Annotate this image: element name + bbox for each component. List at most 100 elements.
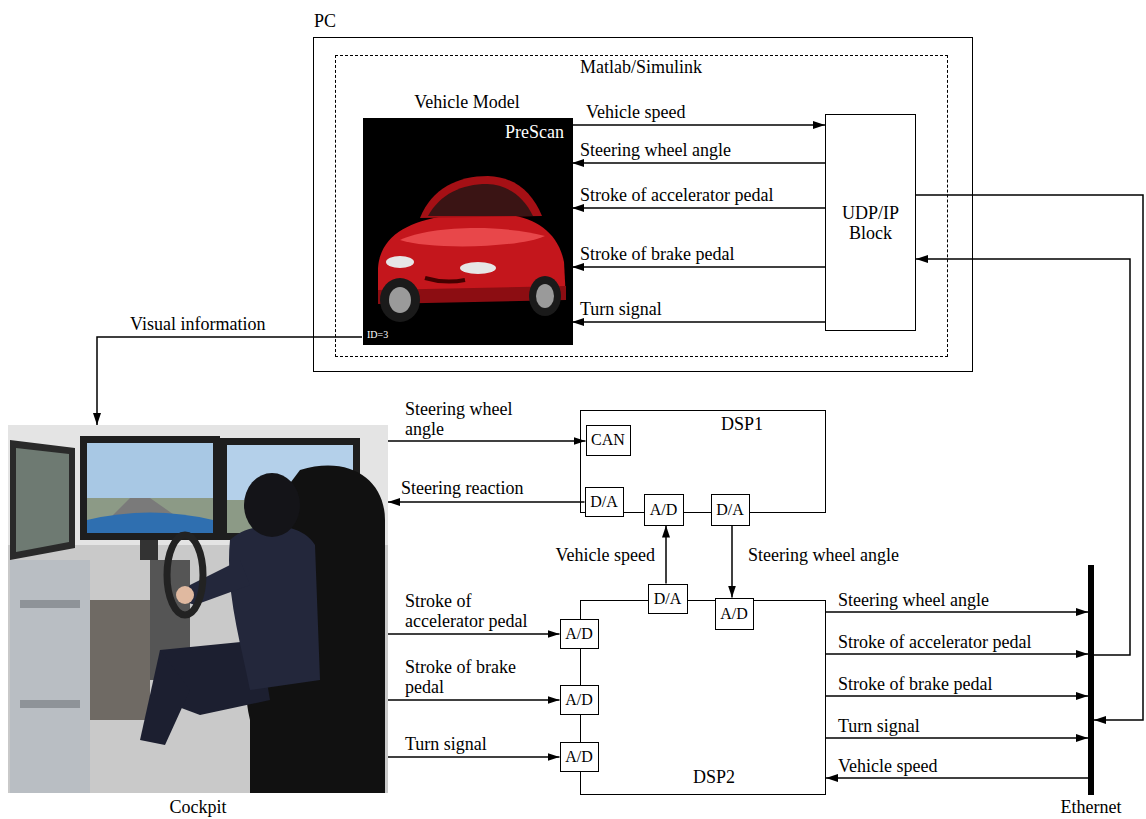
vehicle-model-image: Vehicle ModelPreScanID=3 [362, 117, 572, 344]
aluminium-frame [10, 560, 90, 793]
node-label: PreScan [505, 122, 564, 142]
signal-arrow [665, 526, 667, 584]
monitor-stand [140, 540, 158, 560]
signal-arrow [826, 653, 1088, 655]
cockpit-photo [8, 425, 388, 793]
center-monitor [80, 436, 220, 540]
driver-leg [140, 650, 190, 745]
converter-box: A/D [644, 494, 684, 526]
signal-label: Stroke of brake pedal [405, 657, 545, 697]
car-hood [400, 228, 545, 246]
signal-label: Stroke of brake pedal [580, 244, 734, 264]
signal-arrow [572, 266, 825, 268]
node-label: D/A [590, 493, 618, 511]
signal-label: Turn signal [405, 734, 487, 754]
car-wheel [529, 276, 561, 316]
car-windshield [428, 184, 533, 216]
frame-bar [20, 700, 80, 708]
screen-ground [87, 498, 213, 533]
node-label: Vehicle Model [362, 92, 572, 112]
node-label: DSP1 [721, 414, 763, 434]
converter-box: D/A [711, 494, 750, 526]
converter-box: A/D [560, 685, 599, 715]
signal-arrow [388, 440, 586, 442]
signal-label: Visual information [130, 314, 265, 334]
signal-arrow [388, 501, 585, 503]
signal-label: Steering wheel angle [405, 399, 537, 439]
converter-box: CAN [586, 425, 631, 456]
driver-head [244, 473, 300, 537]
node-label: A/D [720, 605, 748, 623]
screen-car-hood [87, 513, 213, 534]
ethernet-bus: Ethernet [1088, 565, 1094, 795]
signal-arrow [388, 756, 560, 758]
screen-sky [87, 443, 213, 533]
signal-arrow [388, 699, 560, 701]
car-rim [389, 287, 411, 313]
node-label: A/D [650, 501, 678, 519]
converter-box: D/A [648, 584, 688, 614]
signal-label: Steering wheel angle [838, 590, 989, 610]
node-label: CAN [591, 431, 625, 449]
node-label: D/A [716, 501, 744, 519]
signal-arrow [572, 124, 825, 126]
car-headlight [460, 262, 496, 274]
side-monitor [10, 440, 75, 560]
vehicle-model-render [363, 118, 573, 345]
dsp-board: D/AA/DA/DA/DA/DDSP2 [580, 600, 826, 795]
signal-arrow [388, 633, 560, 635]
car-wheel [380, 278, 420, 322]
signal-arrow [826, 695, 1088, 697]
signal-arrow [826, 777, 1088, 779]
signal-arrow [97, 337, 362, 425]
node-label: A/D [565, 691, 593, 709]
car-headlight [386, 256, 414, 268]
signal-label: Stroke of accelerator pedal [838, 632, 1031, 652]
photo-floor [8, 425, 388, 793]
side-screen [16, 448, 69, 552]
signal-label: Stroke of accelerator pedal [580, 185, 773, 205]
signal-arrow [826, 611, 1088, 613]
converter-box: D/A [585, 487, 624, 517]
frame-bar [20, 600, 80, 608]
signal-label: Vehicle speed [586, 102, 685, 122]
node-label: D/A [654, 590, 682, 608]
electronics [90, 600, 150, 720]
signal-arrow [731, 526, 733, 598]
signal-label: Stroke of accelerator pedal [405, 591, 545, 631]
converter-box: A/D [560, 619, 599, 649]
node-label: Matlab/Simulink [336, 57, 947, 77]
signal-arrow [572, 207, 825, 209]
signal-label: Steering wheel angle [580, 140, 731, 160]
cockpit-photo: Cockpit [8, 425, 388, 793]
converter-box: A/D [715, 598, 754, 630]
node-label: A/D [565, 748, 593, 766]
signal-label: Stroke of brake pedal [838, 674, 992, 694]
driver-hand [176, 586, 194, 604]
signal-arrow [572, 162, 825, 164]
car-rim [536, 284, 554, 308]
node-label: Cockpit [8, 797, 388, 817]
signal-label: Vehicle speed [545, 545, 655, 565]
car-cabin [420, 176, 542, 218]
render-background [363, 118, 573, 345]
node-label: DSP2 [693, 767, 735, 787]
signal-label: Turn signal [838, 716, 920, 736]
node-label: Ethernet [1048, 797, 1134, 817]
car-grille [425, 278, 465, 282]
signal-label: Vehicle speed [838, 756, 937, 776]
signal-label: Turn signal [580, 299, 662, 319]
node-label: UDP/IP Block [831, 203, 911, 243]
signal-label: Steering reaction [401, 478, 523, 498]
dsp-board: CAND/AA/DD/ADSP1 [580, 410, 826, 513]
node-label: ID=3 [367, 329, 388, 341]
signal-arrow [826, 737, 1088, 739]
converter-box: A/D [560, 742, 599, 772]
node-label: A/D [565, 625, 593, 643]
signal-label: Steering wheel angle [748, 545, 899, 565]
driver-torso [229, 526, 320, 690]
udp-block: UDP/IP Block [825, 114, 916, 331]
signal-arrow [572, 321, 825, 323]
node-label: PC [314, 11, 336, 31]
steering-wheel [167, 535, 203, 615]
